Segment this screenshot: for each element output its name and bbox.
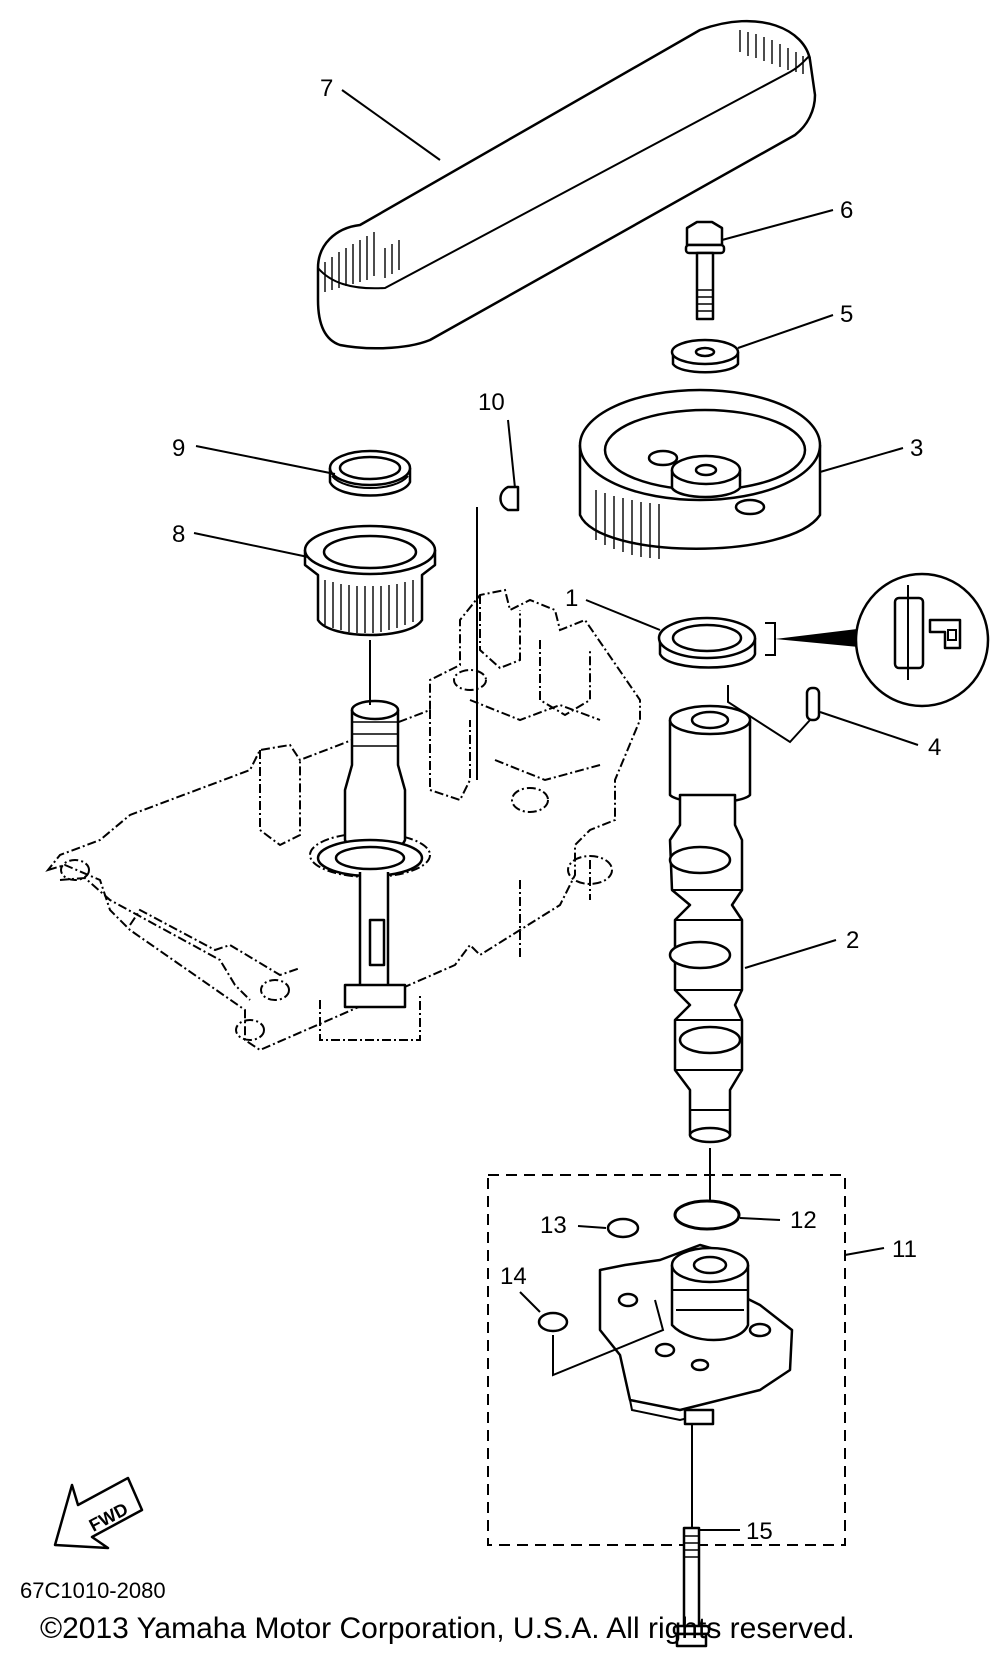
callout-15: 15 (746, 1518, 773, 1545)
timing-belt (316, 19, 817, 350)
dowel-pin-4 (805, 686, 821, 722)
callout-14: 14 (500, 1263, 527, 1290)
seal-detail-inset (765, 572, 990, 708)
callout-3: 3 (910, 435, 923, 462)
callout-2: 2 (846, 927, 859, 954)
seal-9 (328, 449, 412, 497)
fwd-arrow-icon (53, 1476, 144, 1550)
diagram-code: 67C1010-2080 (20, 1578, 166, 1603)
washer-5 (670, 338, 740, 374)
oil-seal-1 (657, 616, 757, 669)
bushing-8 (303, 524, 437, 637)
callout-4: 4 (928, 734, 941, 761)
callout-11: 11 (892, 1236, 917, 1263)
callout-7: 7 (320, 75, 333, 102)
copyright-notice: ©2013 Yamaha Motor Corporation, U.S.A. A… (40, 1612, 855, 1645)
callout-13: 13 (540, 1212, 567, 1239)
drive-shaft (316, 699, 424, 1009)
callout-9: 9 (172, 435, 185, 462)
callout-10: 10 (478, 389, 505, 416)
callout-5: 5 (840, 301, 853, 328)
callout-12: 12 (790, 1207, 817, 1234)
camshaft-pulley (578, 388, 822, 559)
o-ring-14 (537, 1311, 569, 1333)
oil-pump-assembly-box (487, 1174, 846, 1546)
leader-lines (193, 89, 919, 1531)
bolt-6 (684, 220, 726, 321)
housing-outline (45, 588, 641, 1052)
o-ring-13 (606, 1217, 640, 1239)
camshaft-2 (668, 704, 752, 1144)
key-10 (499, 485, 520, 512)
callout-6: 6 (840, 197, 853, 224)
oil-pump-body (598, 1243, 794, 1426)
o-ring-12 (673, 1199, 741, 1231)
callout-labels: 7 6 5 3 10 9 8 1 4 2 11 12 13 14 15 (172, 75, 941, 1545)
callout-8: 8 (172, 521, 185, 548)
callout-1: 1 (565, 585, 578, 612)
